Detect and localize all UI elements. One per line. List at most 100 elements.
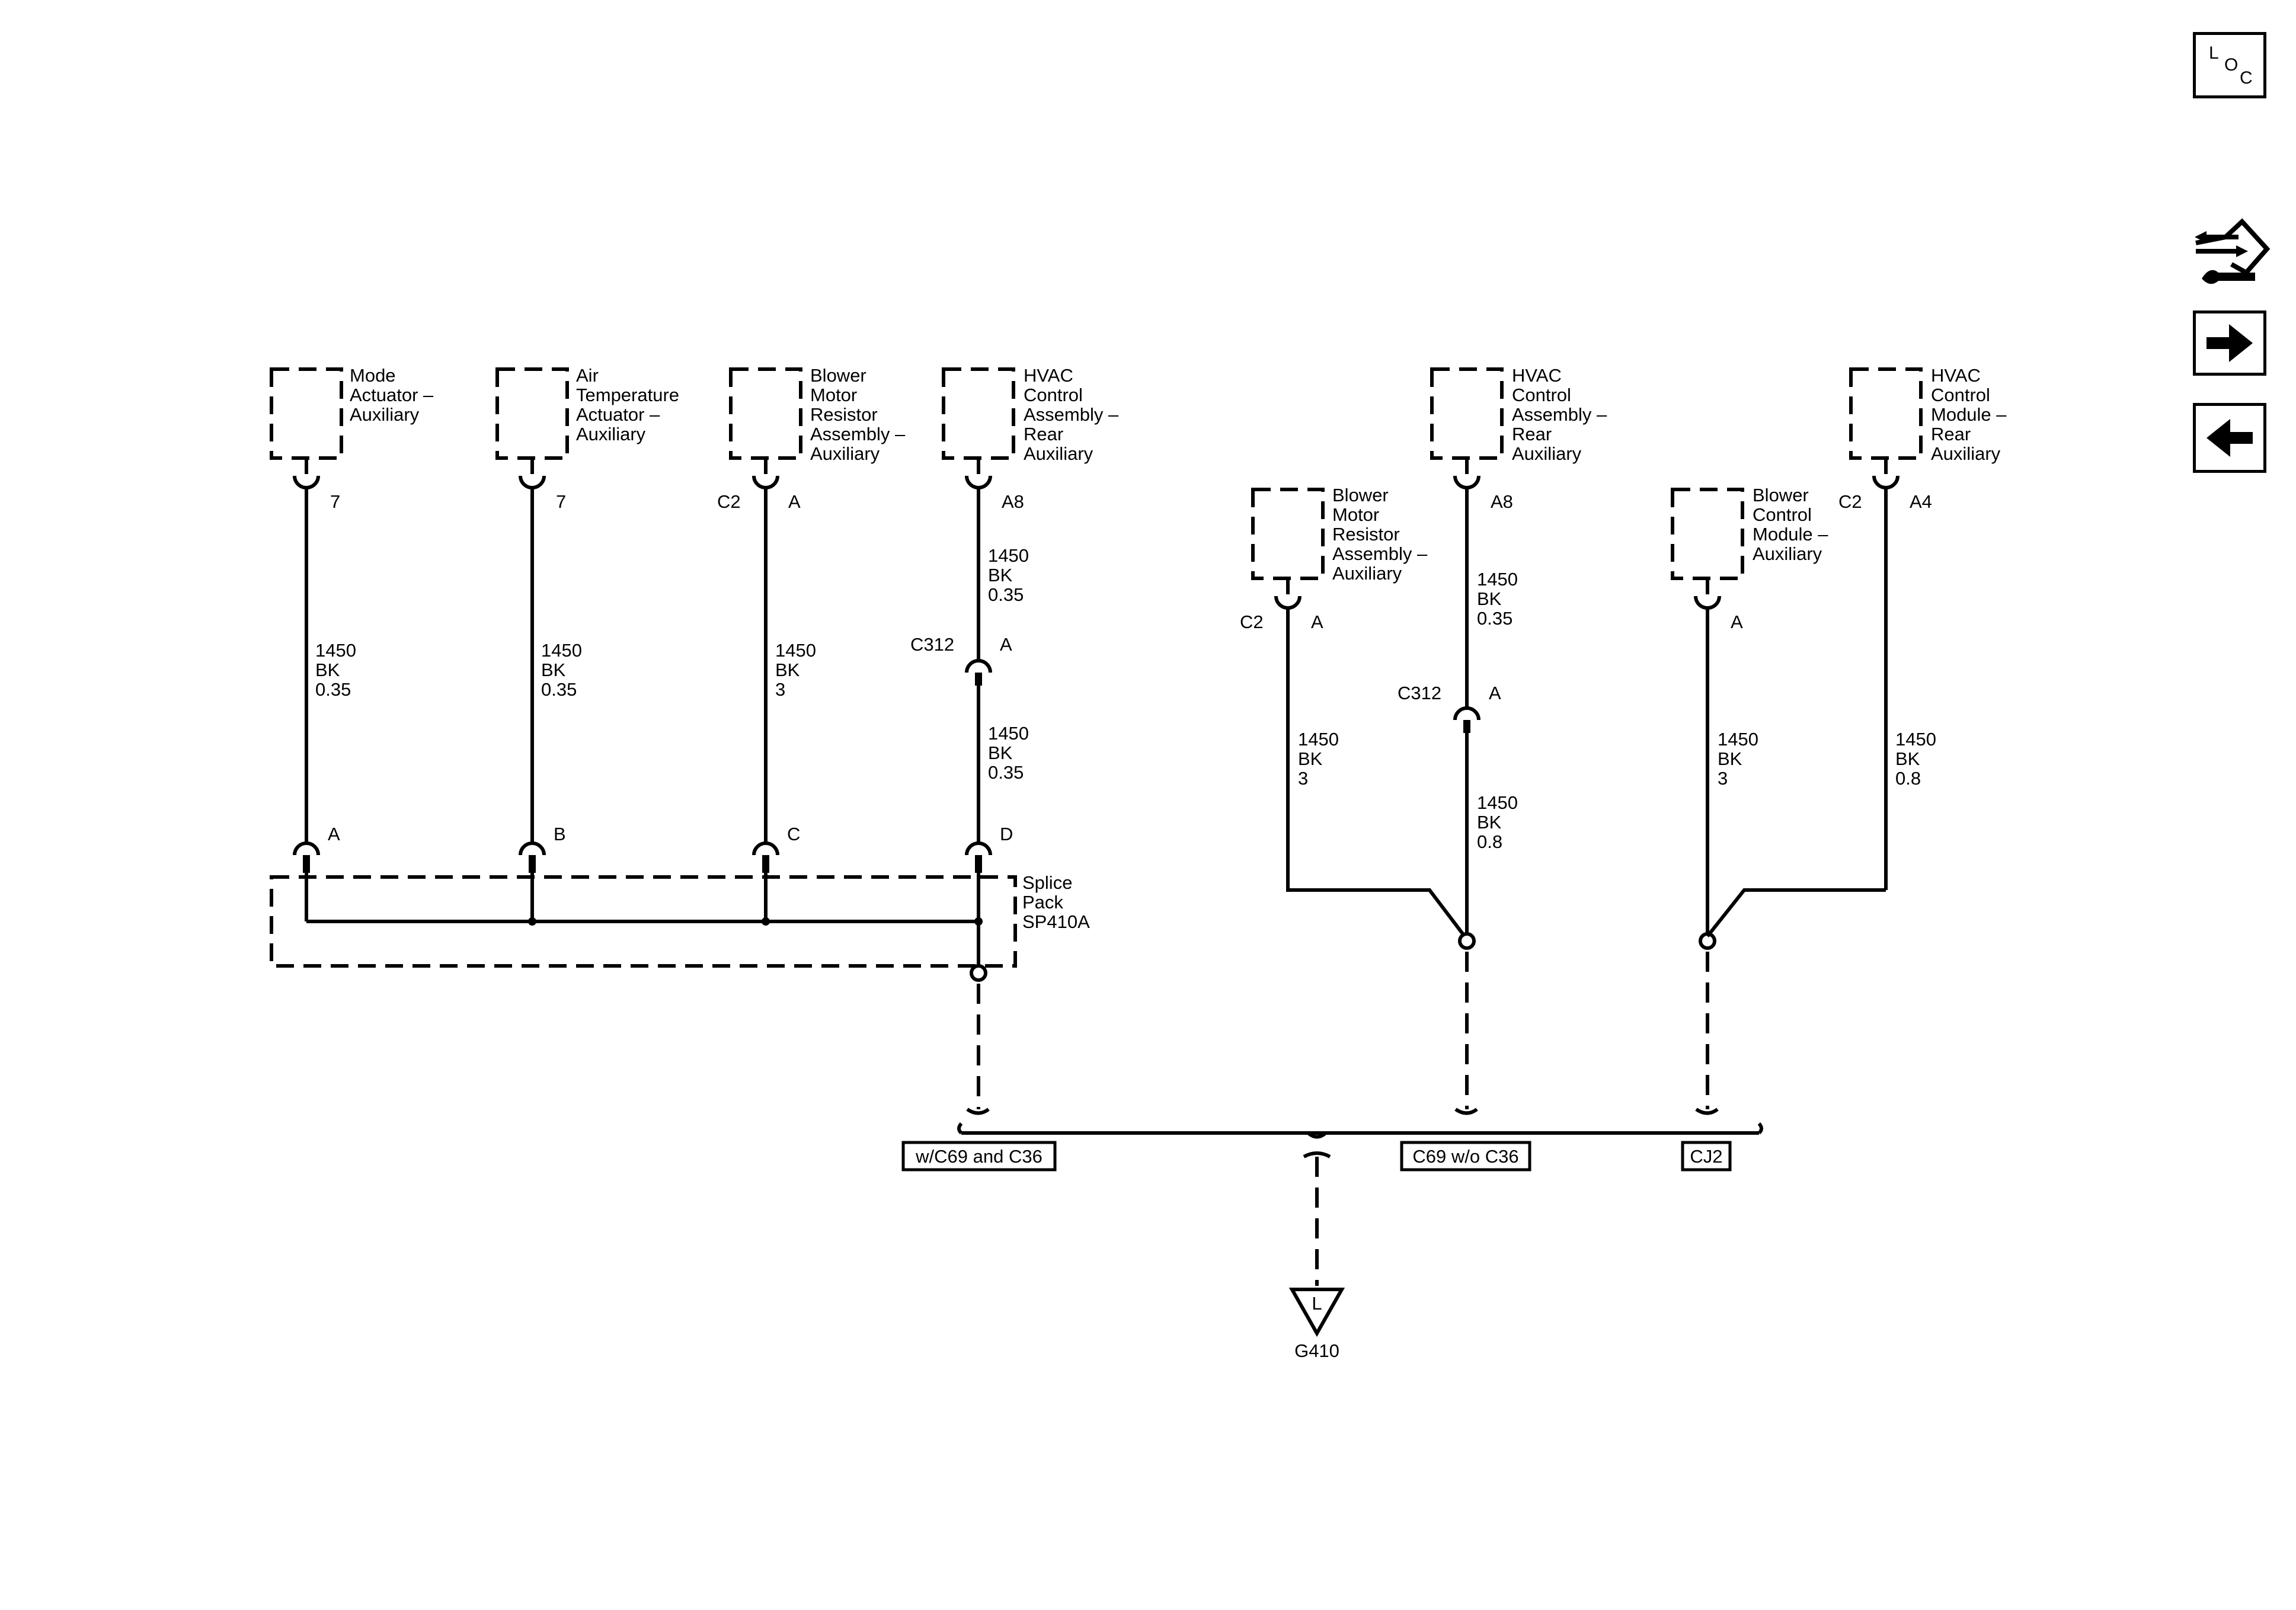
hvacm-connector: C2: [1838, 491, 1862, 512]
br1-line-4: Assembly –: [810, 424, 906, 444]
option-box-left: [901, 1141, 1057, 1172]
arrow-left-icon: [2207, 419, 2253, 457]
wire-hvacm-size: 0.8: [1895, 768, 1921, 789]
option-right-label: CJ2: [1690, 1146, 1722, 1167]
connector-tool-icon: [2195, 218, 2271, 284]
air-actuator-line-2: Temperature: [576, 385, 679, 405]
wire-mode-size: 0.35: [315, 679, 351, 700]
hvac-control-assembly-right: HVAC Control Assembly – Rear Auxiliary A…: [1398, 365, 1607, 950]
br2-connector: C2: [1240, 612, 1264, 632]
wire-hvac1-top-circuit: 1450: [988, 545, 1029, 566]
bcm-line-1: Blower: [1753, 485, 1809, 505]
hvacm-line-2: Control: [1931, 385, 1990, 405]
hvac2-line-1: HVAC: [1512, 365, 1562, 386]
arrow-right-icon: [2207, 324, 2253, 362]
wire-hvac2-top-color: BK: [1477, 588, 1502, 609]
hvac1-pin: A8: [1002, 491, 1024, 512]
hvac2-line-2: Control: [1512, 385, 1571, 405]
connector-tools-button[interactable]: [2190, 213, 2273, 293]
c312-left-pin: A: [1000, 634, 1012, 655]
previous-page-button[interactable]: [2193, 403, 2266, 473]
hvacm-line-1: HVAC: [1931, 365, 1981, 386]
ground-symbol: [1288, 1288, 1345, 1337]
option-box-middle: [1400, 1141, 1531, 1172]
br1-line-1: Blower: [810, 365, 866, 386]
mode-actuator-line-2: Actuator –: [350, 385, 434, 405]
hvac2-line-5: Auxiliary: [1512, 443, 1582, 464]
wire-mode-circuit: 1450: [315, 640, 356, 661]
wire-br1-size: 3: [775, 679, 785, 700]
loc-icon: L O C: [2209, 43, 2253, 88]
br2-line-4: Assembly –: [1332, 543, 1428, 564]
wire-hvac2-bottom-circuit: 1450: [1477, 792, 1518, 813]
wire-mode-color: BK: [315, 660, 340, 680]
bcm-line-3: Module –: [1753, 524, 1828, 545]
br1-line-5: Auxiliary: [810, 443, 880, 464]
wire-hvacm-color: BK: [1895, 748, 1920, 769]
air-actuator-line-4: Auxiliary: [576, 424, 646, 444]
air-actuator-line-3: Actuator –: [576, 404, 660, 425]
wire-br2-circuit: 1450: [1298, 729, 1339, 750]
bcm-line-4: Auxiliary: [1753, 543, 1822, 564]
splice-pin-b: B: [554, 824, 566, 844]
ground-bus: w/C69 and C36 C69 w/o C36 CJ2 L G410: [901, 952, 1763, 1361]
mode-pin: 7: [330, 491, 340, 512]
hvac-control-assembly-left: HVAC Control Assembly – Rear Auxiliary A…: [910, 365, 1119, 844]
br2-line-3: Resistor: [1332, 524, 1400, 545]
bcm-pin: A: [1731, 612, 1743, 632]
air-pin: 7: [556, 491, 566, 512]
wire-hvacm-circuit: 1450: [1895, 729, 1936, 750]
wire-bcm-size: 3: [1718, 768, 1728, 789]
wire-hvac1-top-size: 0.35: [988, 584, 1024, 605]
wire-hvac1-top-color: BK: [988, 565, 1013, 585]
splice-pin-d: D: [1000, 824, 1013, 844]
hvac1-line-1: HVAC: [1024, 365, 1073, 386]
br2-pin: A: [1311, 612, 1323, 632]
wire-hvac2-bottom-size: 0.8: [1477, 831, 1502, 852]
air-temperature-actuator: Air Temperature Actuator – Auxiliary 7 1…: [495, 365, 679, 844]
hvacm-line-4: Rear: [1931, 424, 1971, 444]
hvacm-line-5: Auxiliary: [1931, 443, 2001, 464]
splice-pin-a: A: [328, 824, 340, 844]
wire-bcm-circuit: 1450: [1718, 729, 1758, 750]
ground-name: G410: [1294, 1340, 1339, 1361]
location-button[interactable]: L O C: [2193, 32, 2266, 98]
mode-actuator: Mode Actuator – Auxiliary 7 1450 BK 0.35: [270, 365, 434, 844]
option-left-label: w/C69 and C36: [915, 1146, 1043, 1167]
wire-br1-color: BK: [775, 660, 800, 680]
wire-hvac1-bottom-color: BK: [988, 742, 1013, 763]
wire-hvac2-top-size: 0.35: [1477, 608, 1512, 629]
mode-actuator-line-3: Auxiliary: [350, 404, 420, 425]
blower-motor-resistor-left: Blower Motor Resistor Assembly – Auxilia…: [717, 365, 906, 844]
wire-hvac2-bottom-color: BK: [1477, 812, 1502, 833]
wire-air-size: 0.35: [541, 679, 577, 700]
br1-pin: A: [788, 491, 801, 512]
hvac1-line-4: Rear: [1024, 424, 1063, 444]
hvacm-line-3: Module –: [1931, 404, 2007, 425]
wire-br2-size: 3: [1298, 768, 1308, 789]
option-middle-label: C69 w/o C36: [1412, 1146, 1518, 1167]
hvac1-line-2: Control: [1024, 385, 1083, 405]
hvacm-pin: A4: [1910, 491, 1932, 512]
br2-line-1: Blower: [1332, 485, 1389, 505]
option-box-right: [1681, 1141, 1732, 1172]
wire-br1-circuit: 1450: [775, 640, 816, 661]
wire-hvac1-bottom-circuit: 1450: [988, 723, 1029, 744]
next-page-button[interactable]: [2193, 311, 2266, 376]
blower-control-module: Blower Control Module – Auxiliary A 1450…: [1671, 485, 1828, 950]
c312-left-label: C312: [910, 634, 954, 655]
wire-bcm-color: BK: [1718, 748, 1742, 769]
wire-hvac1-bottom-size: 0.35: [988, 762, 1024, 783]
ground-symbol-letter: L: [1312, 1293, 1322, 1314]
splice-label-3: SP410A: [1022, 911, 1090, 932]
splice-pack-sp410a: A B C D Splice Pack SP410A: [270, 824, 1090, 982]
wire-br2-color: BK: [1298, 748, 1323, 769]
hvac2-pin: A8: [1491, 491, 1513, 512]
splice-label-2: Pack: [1022, 892, 1063, 913]
c312-right-pin: A: [1489, 683, 1501, 703]
hvac2-line-3: Assembly –: [1512, 404, 1607, 425]
hvac1-line-5: Auxiliary: [1024, 443, 1093, 464]
c312-right-label: C312: [1398, 683, 1441, 703]
svg-text:C: C: [2240, 68, 2253, 88]
